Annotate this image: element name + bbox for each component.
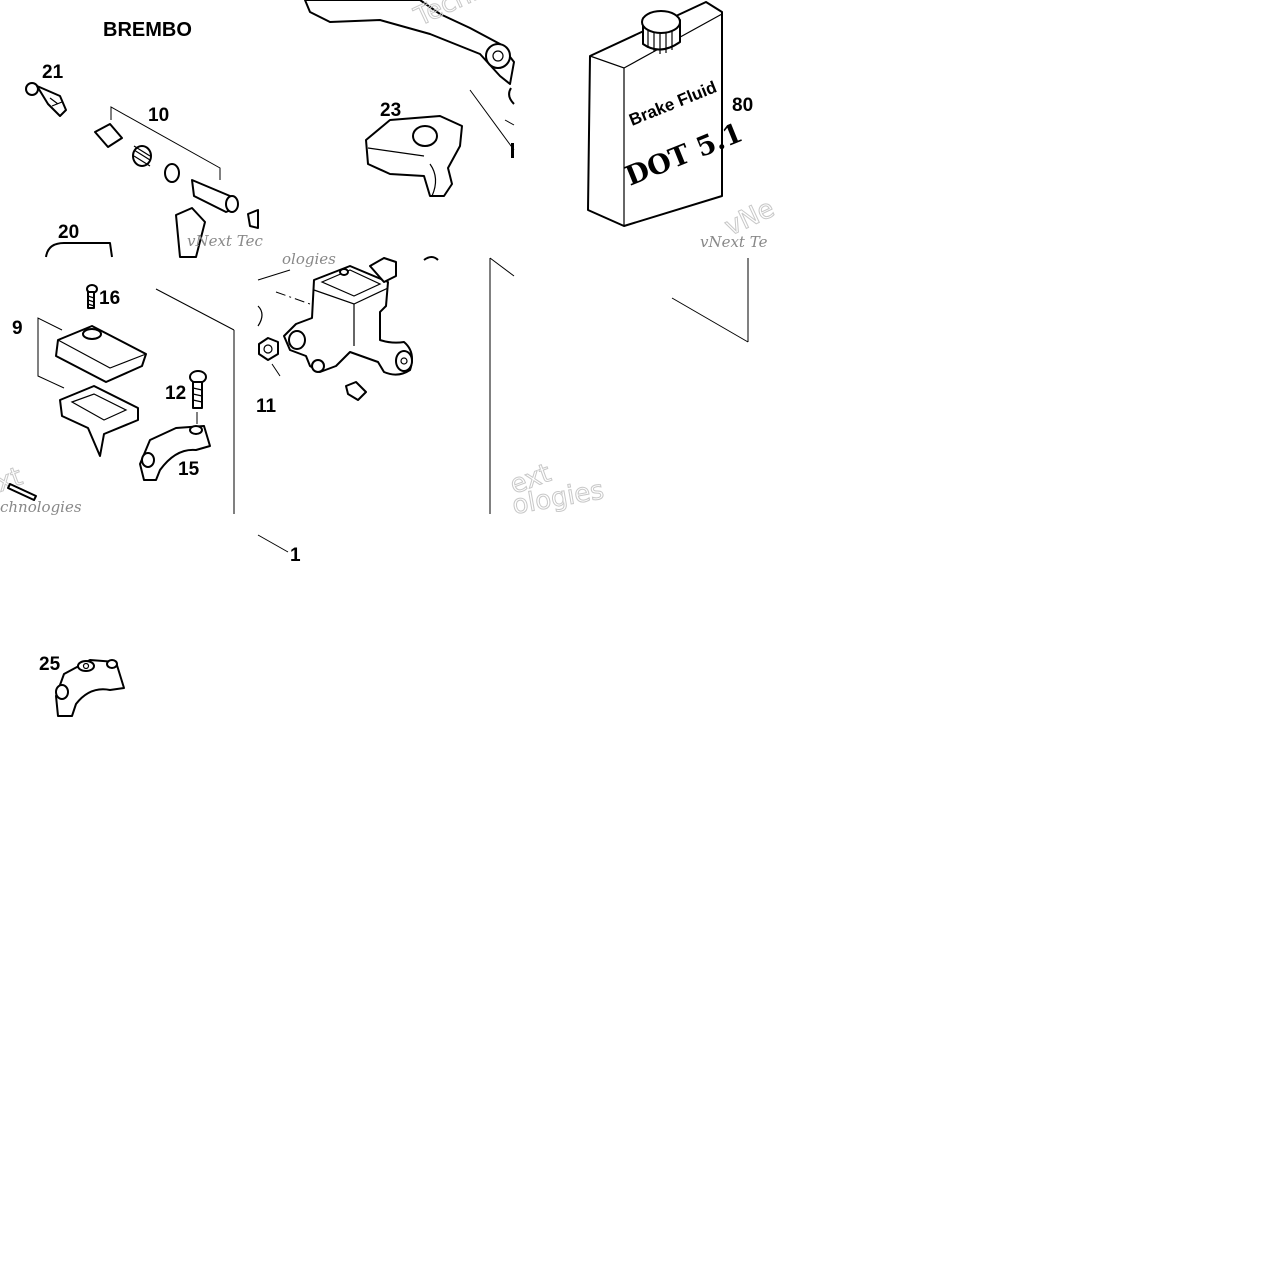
- master-cylinder-part: [283, 257, 413, 376]
- reservoir-cap-part: [55, 325, 147, 383]
- callout-9: 9: [12, 318, 23, 339]
- clamp-25-part: [55, 659, 125, 717]
- watermark-text: vNext Te: [700, 233, 768, 251]
- callout-10-bracket: [110, 106, 221, 180]
- callout-25: 25: [39, 654, 61, 675]
- bleeder-screw-part: [25, 82, 67, 117]
- callout-15: 11: [256, 396, 277, 417]
- bolt-12-part: [189, 370, 207, 409]
- reservoir-gasket-part: [59, 385, 139, 457]
- callout-11: 15: [178, 459, 200, 480]
- callout-1: 1: [290, 545, 301, 566]
- screw-16-part: [86, 284, 98, 309]
- callout-23: 23: [380, 100, 401, 121]
- clamp-11-part: [139, 425, 211, 481]
- tile-middle-right: ext ologies: [489, 257, 749, 521]
- seal-kit-part: [94, 123, 239, 213]
- tile-middle-center: ologies 11: [256, 250, 439, 417]
- callout-9-bracket: [37, 317, 65, 389]
- nut-15-part: [258, 337, 279, 361]
- watermark-text: chnologies: [0, 498, 82, 516]
- tile-top-middle: 23 Techn: [304, 0, 515, 197]
- tile-middle-left: 16 9 12 15 xt chnologies: [0, 284, 235, 516]
- watermark-text: vNext Tec: [187, 232, 263, 250]
- callout-21: 21: [42, 62, 64, 83]
- watermark-text: ologies: [282, 250, 336, 268]
- tile-top-left: BREMBO 21 10 20 vNext Tec: [25, 19, 263, 258]
- brand-title: BREMBO: [103, 19, 192, 41]
- callout-20: 20: [58, 222, 79, 243]
- brake-fluid-bottle: Brake Fluid DOT 5.1: [587, 1, 747, 227]
- lever-bracket-part: [365, 115, 463, 197]
- brake-lever-part: [304, 0, 515, 85]
- callout-16: 16: [99, 288, 120, 309]
- lever-pivot-part: [45, 242, 113, 258]
- callout-12: 12: [165, 383, 186, 404]
- tile-top-right: Brake Fluid DOT 5.1 80 vNext Te vNe: [587, 1, 780, 251]
- screw-small-part: [345, 381, 367, 401]
- tile-lower: 1 25: [39, 534, 301, 717]
- push-rod-part: [175, 207, 206, 258]
- callout-10: 10: [148, 105, 169, 126]
- callout-80: 80: [732, 95, 753, 116]
